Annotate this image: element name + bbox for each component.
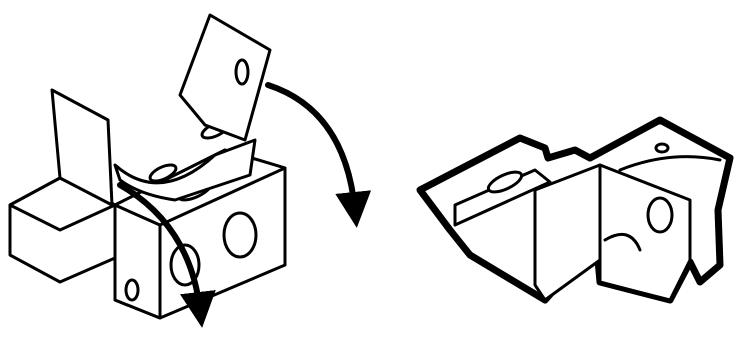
back-flap-right xyxy=(178,13,272,142)
curved-cradle xyxy=(113,138,257,202)
fold-arrow-right xyxy=(265,82,372,228)
viewer-front-face xyxy=(598,163,692,302)
fold-arrow-left xyxy=(117,182,216,328)
assembled-slot xyxy=(486,170,524,194)
assembled-viewer xyxy=(416,116,734,304)
assembled-small-hole xyxy=(654,142,670,154)
viewer-curve-top xyxy=(618,155,722,172)
lens-hole-right xyxy=(222,211,258,259)
side-flap-left xyxy=(50,88,114,207)
unfolding-viewer xyxy=(8,13,372,328)
assembled-lens-hole xyxy=(646,196,674,234)
assembled-nose-notch xyxy=(603,232,642,252)
nose-hole xyxy=(124,278,140,302)
viewer-front-block xyxy=(533,163,602,302)
cradle-slot xyxy=(148,163,178,183)
back-flap-hole xyxy=(234,58,250,86)
